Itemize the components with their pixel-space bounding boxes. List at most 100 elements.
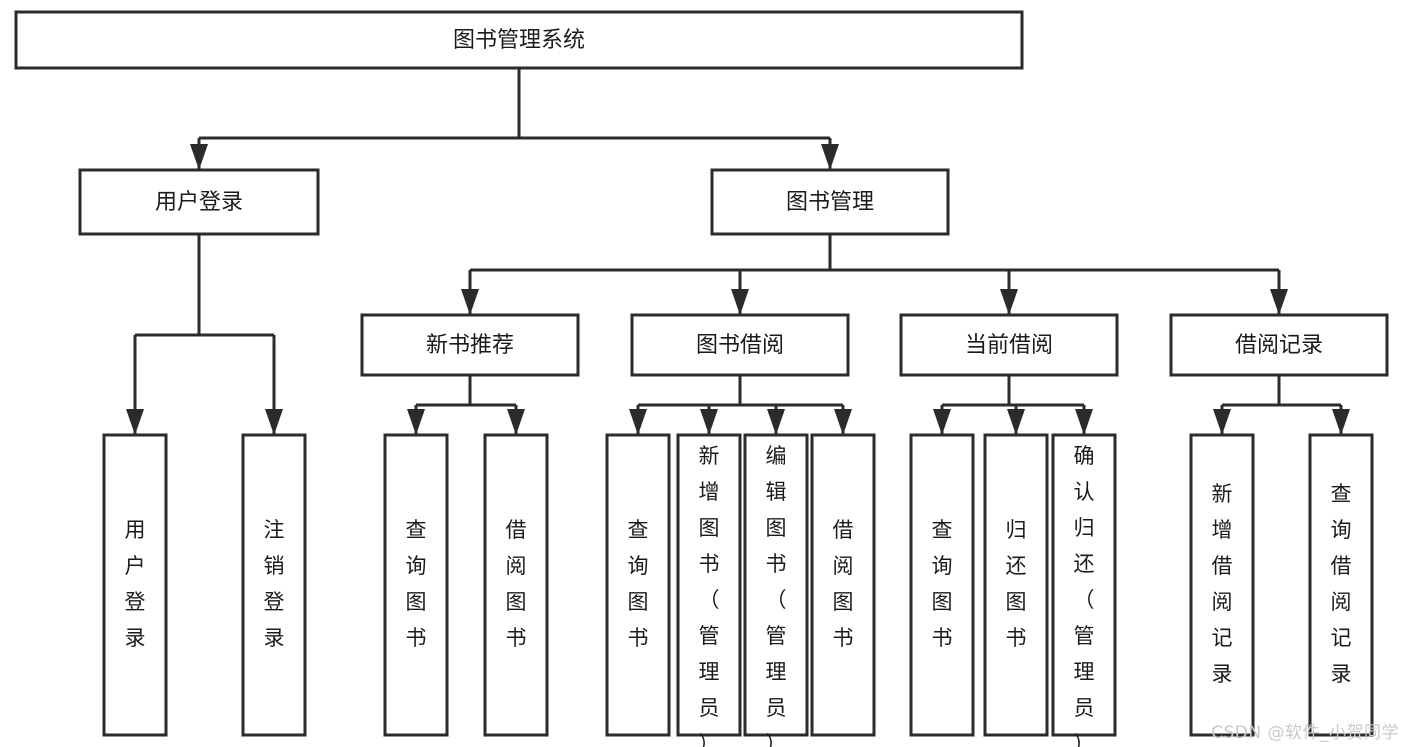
node-label-char: 图 bbox=[932, 590, 953, 614]
node-label-root: 图书管理系统 bbox=[453, 28, 585, 53]
node-label-char: 员 bbox=[1074, 696, 1095, 720]
node-root[interactable]: 图书管理系统 bbox=[14, 10, 1024, 70]
node-label-char: 理 bbox=[766, 660, 787, 684]
node-label-char: 录 bbox=[125, 626, 146, 650]
diagram-nodes: 图书管理系统用户登录图书管理新书推荐图书借阅当前借阅借阅记录用户登录注销登录查询… bbox=[14, 10, 1389, 747]
node-box-leaf-edit-book[interactable] bbox=[743, 433, 809, 737]
node-label-char: ） bbox=[766, 732, 787, 747]
node-label-char: 书 bbox=[766, 552, 787, 576]
node-box-leaf-borrow-book-2[interactable] bbox=[810, 433, 876, 737]
node-current-borrow[interactable]: 当前借阅 bbox=[899, 313, 1119, 377]
node-label-char: 书 bbox=[1006, 626, 1027, 650]
arrow-head-icon bbox=[265, 409, 283, 435]
node-label-char: 记 bbox=[1212, 626, 1233, 650]
node-label-char: 询 bbox=[406, 554, 427, 578]
node-label-char: 归 bbox=[1074, 516, 1095, 540]
node-label-char: 查 bbox=[628, 518, 649, 542]
node-box-leaf-query-book-3[interactable] bbox=[909, 433, 975, 737]
node-leaf-user-login[interactable]: 用户登录 bbox=[102, 433, 168, 737]
node-label-char: 编 bbox=[766, 444, 787, 468]
node-label-char: （ bbox=[766, 588, 787, 612]
node-box-new-book-recommend[interactable] bbox=[360, 313, 580, 377]
node-label-char: 阅 bbox=[506, 554, 527, 578]
node-label-char: 辑 bbox=[766, 480, 787, 504]
node-label-char: 图 bbox=[506, 590, 527, 614]
node-label-char: 户 bbox=[125, 554, 146, 578]
node-label-char: 新 bbox=[1212, 482, 1233, 506]
node-label-char: 询 bbox=[628, 554, 649, 578]
node-box-book-manage[interactable] bbox=[710, 168, 950, 236]
node-label-char: 认 bbox=[1074, 480, 1095, 504]
node-label-char: 书 bbox=[506, 626, 527, 650]
arrow-head-icon bbox=[1213, 409, 1231, 435]
arrow-head-icon bbox=[1075, 409, 1093, 435]
node-box-leaf-query-book-1[interactable] bbox=[383, 433, 449, 737]
node-label-new-book-recommend: 新书推荐 bbox=[426, 333, 514, 358]
node-box-leaf-borrow-book-1[interactable] bbox=[483, 433, 549, 737]
arrow-head-icon bbox=[461, 289, 479, 315]
node-label-char: （ bbox=[699, 588, 720, 612]
node-label-char: 销 bbox=[264, 554, 285, 578]
node-box-leaf-add-book[interactable] bbox=[676, 433, 742, 737]
node-label-char: 注 bbox=[264, 518, 285, 542]
node-label-char: 记 bbox=[1331, 626, 1352, 650]
node-label-char: 借 bbox=[1331, 554, 1352, 578]
node-borrow-record[interactable]: 借阅记录 bbox=[1169, 313, 1389, 377]
node-label-char: 借 bbox=[506, 518, 527, 542]
node-user-login[interactable]: 用户登录 bbox=[78, 168, 320, 236]
node-label-char: 登 bbox=[125, 590, 146, 614]
node-label-char: 增 bbox=[699, 480, 720, 504]
node-label-char: 图 bbox=[766, 516, 787, 540]
node-label-char: 阅 bbox=[833, 554, 854, 578]
node-label-char: 书 bbox=[932, 626, 953, 650]
node-label-char: 录 bbox=[264, 626, 285, 650]
node-box-user-login[interactable] bbox=[78, 168, 320, 236]
node-label-char: 管 bbox=[699, 624, 720, 648]
node-book-manage[interactable]: 图书管理 bbox=[710, 168, 950, 236]
node-new-book-recommend[interactable]: 新书推荐 bbox=[360, 313, 580, 377]
arrow-head-icon bbox=[629, 409, 647, 435]
node-box-root[interactable] bbox=[14, 10, 1024, 70]
node-label-current-borrow: 当前借阅 bbox=[965, 333, 1053, 358]
node-label-user-login: 用户登录 bbox=[155, 190, 243, 215]
node-label-char: ） bbox=[1074, 732, 1095, 747]
node-box-current-borrow[interactable] bbox=[899, 313, 1119, 377]
node-label-borrow-record: 借阅记录 bbox=[1235, 333, 1323, 358]
node-box-leaf-query-book-2[interactable] bbox=[605, 433, 671, 737]
node-label-char: 书 bbox=[628, 626, 649, 650]
node-box-book-borrow[interactable] bbox=[630, 313, 850, 377]
arrow-head-icon bbox=[821, 144, 839, 170]
node-box-leaf-user-logout[interactable] bbox=[241, 433, 307, 737]
node-box-leaf-return-book[interactable] bbox=[983, 433, 1049, 737]
node-label-char: 理 bbox=[1074, 660, 1095, 684]
node-label-char: 图 bbox=[628, 590, 649, 614]
node-label-book-borrow: 图书借阅 bbox=[696, 333, 784, 358]
node-label-char: 管 bbox=[1074, 624, 1095, 648]
node-book-borrow[interactable]: 图书借阅 bbox=[630, 313, 850, 377]
node-box-borrow-record[interactable] bbox=[1169, 313, 1389, 377]
node-box-leaf-confirm-return[interactable] bbox=[1051, 433, 1117, 737]
node-label-char: 录 bbox=[1331, 662, 1352, 686]
node-box-leaf-add-record[interactable] bbox=[1189, 433, 1255, 737]
node-label-char: 图 bbox=[699, 516, 720, 540]
arrow-head-icon bbox=[700, 409, 718, 435]
node-label-char: 图 bbox=[406, 590, 427, 614]
node-label-char: 书 bbox=[699, 552, 720, 576]
node-label-char: 用 bbox=[125, 518, 146, 542]
node-box-leaf-user-login[interactable] bbox=[102, 433, 168, 737]
node-label-char: 图 bbox=[833, 590, 854, 614]
node-box-leaf-query-record[interactable] bbox=[1308, 433, 1374, 737]
